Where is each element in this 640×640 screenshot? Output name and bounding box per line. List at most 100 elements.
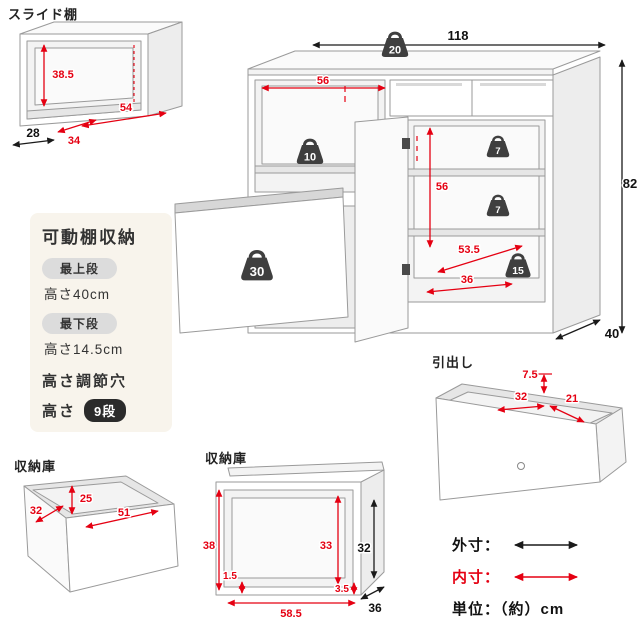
inner-dimension-label: 内寸：	[452, 569, 501, 586]
weight-icon: 30	[241, 249, 273, 281]
svg-text:32: 32	[515, 391, 527, 403]
dim-right-inner-depth: 36	[426, 273, 513, 295]
storage-left-box	[23, 475, 179, 593]
bottom-shelf-badge: 最下段	[42, 313, 118, 334]
cabinet-right-side	[552, 56, 601, 334]
svg-text:53.5: 53.5	[458, 244, 479, 256]
storage-center-diagram: 38 33 32 1.5 3.5 58.5 36	[201, 461, 385, 622]
slide-shelf-diagram: 38.5 28 34 54	[12, 21, 183, 149]
svg-text:54: 54	[120, 102, 133, 114]
svg-text:38.5: 38.5	[52, 69, 73, 81]
svg-text:36: 36	[368, 601, 382, 615]
weight-icon: 10	[296, 138, 324, 164]
dim-drawer-inner-width: 32	[497, 390, 545, 413]
dim-slide-side-depth: 28	[12, 125, 55, 148]
svg-text:34: 34	[68, 135, 81, 147]
svg-text:118: 118	[448, 28, 469, 43]
dim-overall-depth: 40	[555, 319, 621, 343]
svg-text:7.5: 7.5	[522, 369, 537, 381]
slide-shelf-label: スライド棚	[8, 7, 79, 22]
svg-text:58.5: 58.5	[280, 608, 301, 620]
drawer-diagram: 7.5 32 21	[435, 368, 627, 501]
weight-icon: 7	[486, 135, 510, 158]
countertop-front-edge	[247, 68, 554, 76]
storage-left-diagram: 25 32 51	[23, 475, 179, 593]
height-label: 高さ	[42, 403, 77, 420]
adjustment-holes-title: 高さ調節穴	[42, 373, 128, 390]
slide-shelf-box	[19, 21, 183, 127]
drawer-label: 引出し	[432, 355, 475, 370]
dim-storage-center-bottom-right: 3.5	[334, 582, 358, 597]
drawer-knob	[517, 462, 525, 470]
svg-text:56: 56	[317, 75, 329, 87]
main-cabinet-diagram: 56 53.5 36 7 7 15 10	[174, 27, 639, 343]
svg-text:33: 33	[320, 540, 332, 552]
weight-icon: 20	[381, 31, 409, 57]
dim-slide-inner-width: 54	[81, 101, 167, 129]
dim-storage-center-depth: 36	[360, 586, 385, 617]
storage-left-label: 収納庫	[14, 459, 57, 474]
dim-storage-center-side-height: 32	[356, 499, 378, 579]
svg-text:40: 40	[605, 326, 619, 341]
drawer-handle	[396, 83, 462, 86]
svg-text:51: 51	[118, 507, 130, 519]
svg-text:32: 32	[30, 505, 42, 517]
dim-slide-inner-height: 38.5	[40, 44, 75, 107]
hinge-icon	[402, 264, 410, 275]
black-double-arrow-icon	[513, 540, 579, 549]
svg-text:56: 56	[436, 181, 448, 193]
dim-storage-center-inner-height: 33	[318, 495, 342, 585]
unit-note: 単位：（約）cm	[452, 601, 565, 618]
dimension-legend: 外寸： 内寸： 単位：（約）cm	[452, 534, 638, 619]
top-shelf-badge: 最上段	[42, 258, 118, 279]
movable-shelf-info-box: 可動棚収納 最上段 高さ40cm 最下段 高さ14.5cm 高さ調節穴 高さ 9…	[30, 213, 172, 432]
dim-storage-center-bottom-left: 1.5	[222, 570, 246, 594]
svg-text:7: 7	[495, 146, 500, 156]
legend-inner-row: 内寸：	[452, 566, 638, 587]
dim-right-inner-height: 56	[426, 127, 450, 248]
svg-text:10: 10	[304, 152, 316, 164]
dim-storage-left-inner-width: 51	[85, 506, 159, 529]
dim-storage-center-inner-width: 58.5	[227, 599, 356, 622]
svg-text:32: 32	[357, 541, 371, 555]
cabinet-top-surface	[247, 50, 601, 70]
drawer-box	[435, 383, 627, 501]
svg-text:30: 30	[250, 264, 265, 279]
dim-overall-width: 118	[312, 27, 606, 49]
bottom-shelf-height: 高さ14.5cm	[44, 342, 124, 357]
storage-center-label: 収納庫	[205, 451, 248, 466]
info-box-title: 可動棚収納	[42, 228, 137, 247]
svg-text:21: 21	[566, 393, 578, 405]
adjustable-shelf	[407, 228, 546, 237]
dim-overall-height: 82	[618, 59, 639, 334]
hinge-icon	[402, 138, 410, 149]
weight-icon: 15	[505, 253, 531, 278]
outer-dimension-label: 外寸：	[452, 537, 501, 554]
dim-slide-inner-depth: 34	[57, 118, 97, 149]
open-door	[354, 116, 410, 343]
svg-text:1.5: 1.5	[223, 571, 237, 582]
svg-text:36: 36	[461, 274, 473, 286]
pulled-drawer: 30	[174, 187, 349, 334]
svg-text:20: 20	[389, 45, 401, 57]
svg-text:15: 15	[512, 266, 524, 277]
dim-storage-left-inner-depth: 32	[28, 504, 64, 523]
top-shelf-height: 高さ40cm	[44, 287, 111, 302]
dim-drawer-inner-depth: 21	[549, 392, 585, 423]
dim-right-inner-width: 53.5	[437, 243, 523, 274]
svg-text:82: 82	[623, 176, 637, 191]
adjustable-shelf	[407, 168, 546, 177]
svg-text:7: 7	[495, 205, 500, 215]
drawer-handle	[480, 83, 546, 86]
svg-text:38: 38	[203, 540, 215, 552]
svg-text:25: 25	[80, 493, 92, 505]
weight-icon: 7	[486, 194, 510, 217]
dim-storage-left-inner-height: 25	[68, 485, 94, 515]
svg-text:3.5: 3.5	[335, 584, 349, 595]
height-steps-badge: 9段	[84, 399, 127, 422]
dim-storage-center-front-height: 38	[201, 489, 223, 591]
red-double-arrow-icon	[513, 572, 579, 581]
top-drawers	[389, 79, 554, 117]
dim-left-inner-width: 56	[261, 74, 386, 92]
